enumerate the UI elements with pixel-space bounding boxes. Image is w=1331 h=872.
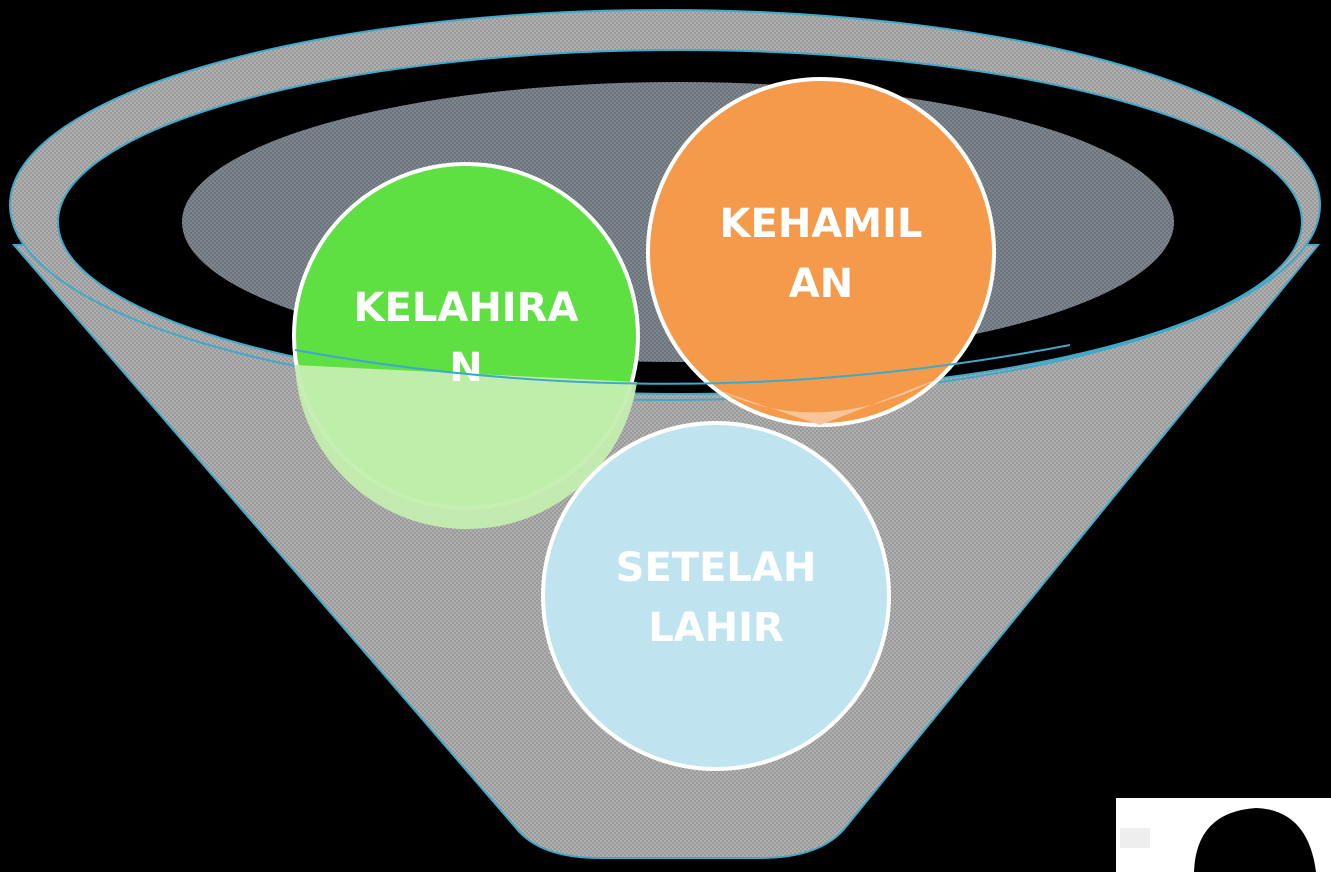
corner-logo-image xyxy=(1116,798,1331,872)
circle-kehamilan-lower xyxy=(718,378,940,425)
circle-kelahiran-line-1: KELAHIRA xyxy=(354,285,579,331)
circle-kelahiran-line-2: N xyxy=(449,345,482,391)
funnel-rim-front-edge xyxy=(294,344,1071,385)
circle-setelah-lahir: SETELAH LAHIR xyxy=(541,421,891,771)
circle-setelah-lahir-shape xyxy=(541,421,891,771)
circle-kelahiran: KELAHIRA N xyxy=(292,162,640,530)
circle-setelah-lahir-line-1: SETELAH xyxy=(616,545,817,591)
logo-silhouette-icon xyxy=(1116,798,1331,872)
circle-kelahiran-lower xyxy=(295,365,637,530)
circle-kehamilan: KEHAMIL AN xyxy=(646,77,996,427)
circle-setelah-lahir-line-2: LAHIR xyxy=(648,605,784,651)
circle-kehamilan-line-1: KEHAMIL xyxy=(720,201,923,247)
circle-kehamilan-line-2: AN xyxy=(789,261,853,307)
circle-kehamilan-shape xyxy=(646,77,996,427)
